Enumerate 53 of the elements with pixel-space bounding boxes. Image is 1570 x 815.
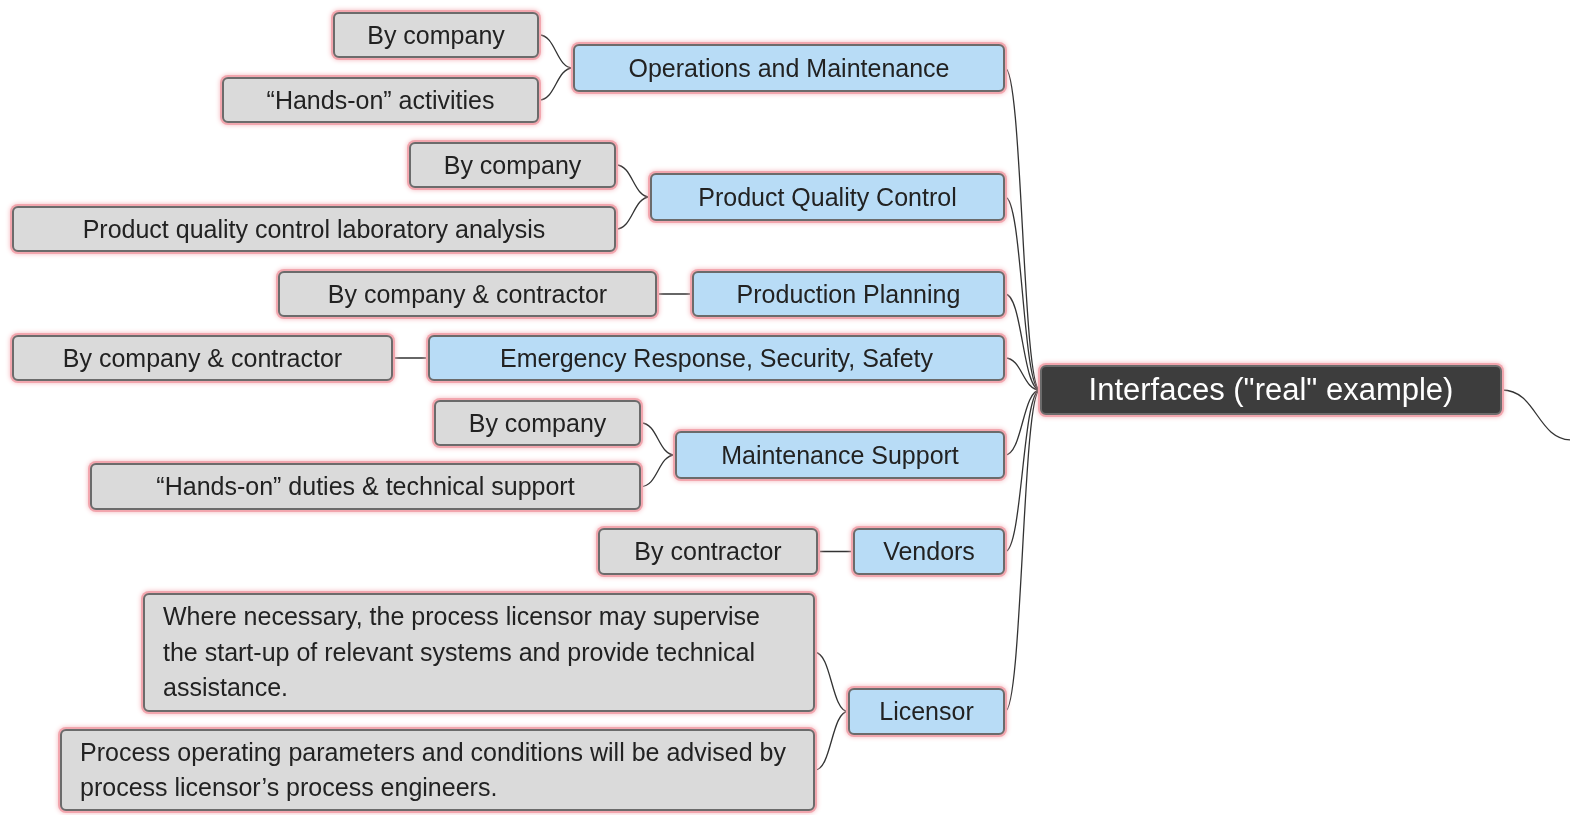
connector-line: [814, 710, 849, 771]
connector-line: [538, 67, 574, 101]
node-text: “Hands-on” duties & technical support: [156, 471, 575, 502]
node-text: Process operating parameters and conditions will be advised by process licensor’s process engineers.: [80, 736, 787, 803]
connector-line: [656, 293, 693, 295]
connector-line: [538, 34, 574, 69]
node-text: Operations and Maintenance: [628, 52, 950, 84]
node-text: Production Planning: [736, 278, 961, 310]
leaf-box: [90, 463, 641, 510]
branch-box: [675, 431, 1005, 479]
connector-line: [817, 550, 854, 553]
connector-line: [640, 422, 676, 456]
branch-box: [853, 528, 1005, 575]
connector-line: [615, 164, 651, 198]
node-text: By company: [367, 19, 505, 51]
leaf-box: [278, 271, 657, 317]
leaf-box: [12, 206, 616, 252]
node-text: Vendors: [883, 536, 975, 567]
branch-box: [848, 688, 1005, 735]
connector-line: [1004, 389, 1041, 553]
connector-line: [1501, 389, 1570, 441]
node-text: Maintenance Support: [721, 439, 959, 471]
node-text: Emergency Response, Security, Safety: [499, 342, 934, 374]
branch-box: [650, 173, 1005, 221]
node-text: By company & contractor: [327, 278, 608, 310]
connector-line: [1004, 389, 1041, 713]
node-text: Interfaces ("real" example): [1088, 371, 1454, 410]
leaf-box: [333, 12, 539, 58]
leaf-box: [598, 528, 818, 575]
connector-line: [814, 651, 849, 713]
node-text: By contractor: [634, 536, 782, 567]
node-text: Product Quality Control: [698, 181, 957, 213]
node-text: Licensor: [879, 696, 974, 727]
node-text: By company & contractor: [62, 342, 343, 374]
node-text: By company: [443, 149, 582, 181]
connector-line: [615, 196, 651, 230]
node-text: Where necessary, the process licensor may supervise the start-up of relevant systems and provide technical assistance.: [163, 601, 761, 704]
branch-box: [573, 44, 1005, 92]
connector-line: [1004, 67, 1041, 391]
branch-box: [692, 271, 1005, 317]
leaf-box: [434, 400, 641, 446]
topic-box: [1040, 365, 1502, 415]
leaf-box: [143, 593, 815, 712]
leaf-box: [222, 77, 539, 123]
leaf-box: [12, 335, 393, 381]
leaf-box: [409, 142, 616, 188]
connector-line: [640, 454, 676, 488]
connector-line: [392, 357, 429, 359]
node-text: “Hands-on” activities: [266, 84, 495, 116]
node-text: By company: [468, 407, 607, 439]
node-text: Product quality control laboratory analysis: [82, 213, 546, 245]
leaf-box: [60, 729, 815, 811]
branch-box: [428, 335, 1005, 381]
